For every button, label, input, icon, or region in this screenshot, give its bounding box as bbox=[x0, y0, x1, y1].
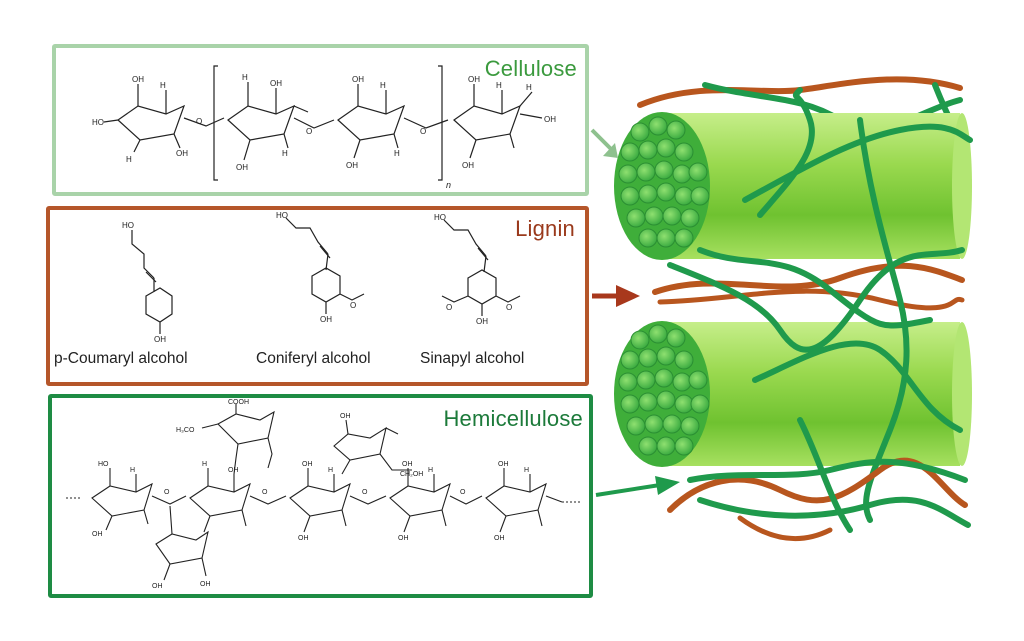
svg-text:O: O bbox=[350, 301, 356, 310]
cellulose-title: Cellulose bbox=[484, 56, 577, 81]
svg-text:OH: OH bbox=[152, 583, 163, 590]
svg-text:OH: OH bbox=[462, 161, 474, 170]
hemicellulose-strand bbox=[697, 496, 971, 528]
svg-text:OH: OH bbox=[544, 115, 556, 124]
arrow-cellulose bbox=[590, 128, 618, 158]
svg-text:OH: OH bbox=[498, 461, 509, 468]
svg-text:H: H bbox=[242, 73, 248, 82]
cellulose-microfibril-top bbox=[614, 112, 972, 260]
arrow-hemicellulose bbox=[595, 476, 680, 497]
svg-text:OH: OH bbox=[298, 535, 309, 542]
svg-text:OH: OH bbox=[92, 531, 103, 538]
svg-text:OH: OH bbox=[228, 467, 239, 474]
svg-text:HO: HO bbox=[276, 211, 288, 220]
svg-text:H: H bbox=[126, 155, 132, 164]
svg-text:OH: OH bbox=[176, 149, 188, 158]
hemicellulose-strand bbox=[687, 458, 968, 483]
svg-text:O: O bbox=[262, 489, 268, 496]
svg-text:OH: OH bbox=[398, 535, 409, 542]
svg-text:O: O bbox=[420, 127, 426, 136]
svg-text:OH: OH bbox=[154, 335, 166, 344]
svg-text:OH: OH bbox=[320, 315, 332, 324]
svg-text:H: H bbox=[202, 461, 207, 468]
svg-text:OH: OH bbox=[132, 75, 144, 84]
svg-text:OH: OH bbox=[352, 75, 364, 84]
svg-text:CH₂OH: CH₂OH bbox=[400, 471, 423, 478]
lignin-monomers-structure: HO OH HO OH O HO OH O O bbox=[122, 211, 521, 344]
svg-text:H: H bbox=[282, 149, 288, 158]
hemicellulose-title: Hemicellulose bbox=[443, 406, 583, 431]
svg-text:OH: OH bbox=[200, 581, 211, 588]
hemicellulose-strand bbox=[742, 123, 973, 203]
svg-text:O: O bbox=[196, 117, 202, 126]
svg-text:OH: OH bbox=[346, 161, 358, 170]
hemicellulose-panel: Hemicellulose bbox=[48, 394, 593, 598]
svg-text:O: O bbox=[164, 489, 170, 496]
svg-text:H: H bbox=[524, 467, 529, 474]
svg-text:OH: OH bbox=[340, 413, 351, 420]
lignin-title: Lignin bbox=[515, 216, 575, 241]
svg-text:O: O bbox=[506, 303, 512, 312]
svg-text:OH: OH bbox=[476, 317, 488, 326]
lignin-strand bbox=[657, 288, 965, 311]
monomer-label-p-coumaryl: p-Coumaryl alcohol bbox=[54, 350, 188, 367]
svg-text:H: H bbox=[496, 81, 502, 90]
polymer-subscript: n bbox=[446, 180, 451, 190]
svg-text:O: O bbox=[306, 127, 312, 136]
svg-text:COOH: COOH bbox=[228, 399, 249, 406]
hemicellulose-strand bbox=[757, 87, 815, 218]
svg-text:H: H bbox=[380, 81, 386, 90]
hemicellulose-strand bbox=[797, 417, 853, 533]
svg-text:OH: OH bbox=[302, 461, 313, 468]
lignin-strand bbox=[737, 515, 833, 542]
lignin-strand bbox=[667, 457, 968, 513]
svg-text:H: H bbox=[328, 467, 333, 474]
hemicellulose-strand bbox=[697, 247, 933, 329]
monomer-label-coniferyl: Coniferyl alcohol bbox=[256, 350, 371, 367]
hemicellulose-strand bbox=[667, 247, 965, 353]
svg-text:H: H bbox=[526, 83, 532, 92]
svg-text:OH: OH bbox=[468, 75, 480, 84]
svg-text:O: O bbox=[460, 489, 466, 496]
svg-text:HO: HO bbox=[98, 461, 109, 468]
svg-text:HO: HO bbox=[434, 213, 446, 222]
arrow-lignin bbox=[592, 285, 640, 307]
svg-text:OH: OH bbox=[402, 461, 413, 468]
lignin-panel: Lignin HO OH HO OH O HO OH O O p-Coumaryl alco… bbox=[46, 206, 589, 386]
svg-text:HO: HO bbox=[122, 221, 134, 230]
svg-text:HO: HO bbox=[92, 118, 104, 127]
svg-text:H: H bbox=[160, 81, 166, 90]
monomer-label-sinapyl: Sinapyl alcohol bbox=[420, 350, 525, 367]
svg-text:H₃CO: H₃CO bbox=[176, 427, 195, 434]
svg-text:H: H bbox=[130, 467, 135, 474]
svg-text:OH: OH bbox=[494, 535, 505, 542]
svg-text:OH: OH bbox=[270, 79, 282, 88]
hemicellulose-strand bbox=[752, 340, 963, 433]
svg-text:O: O bbox=[446, 303, 452, 312]
svg-text:O: O bbox=[362, 489, 368, 496]
svg-text:H: H bbox=[394, 149, 400, 158]
svg-text:H: H bbox=[428, 467, 433, 474]
svg-text:OH: OH bbox=[236, 163, 248, 172]
